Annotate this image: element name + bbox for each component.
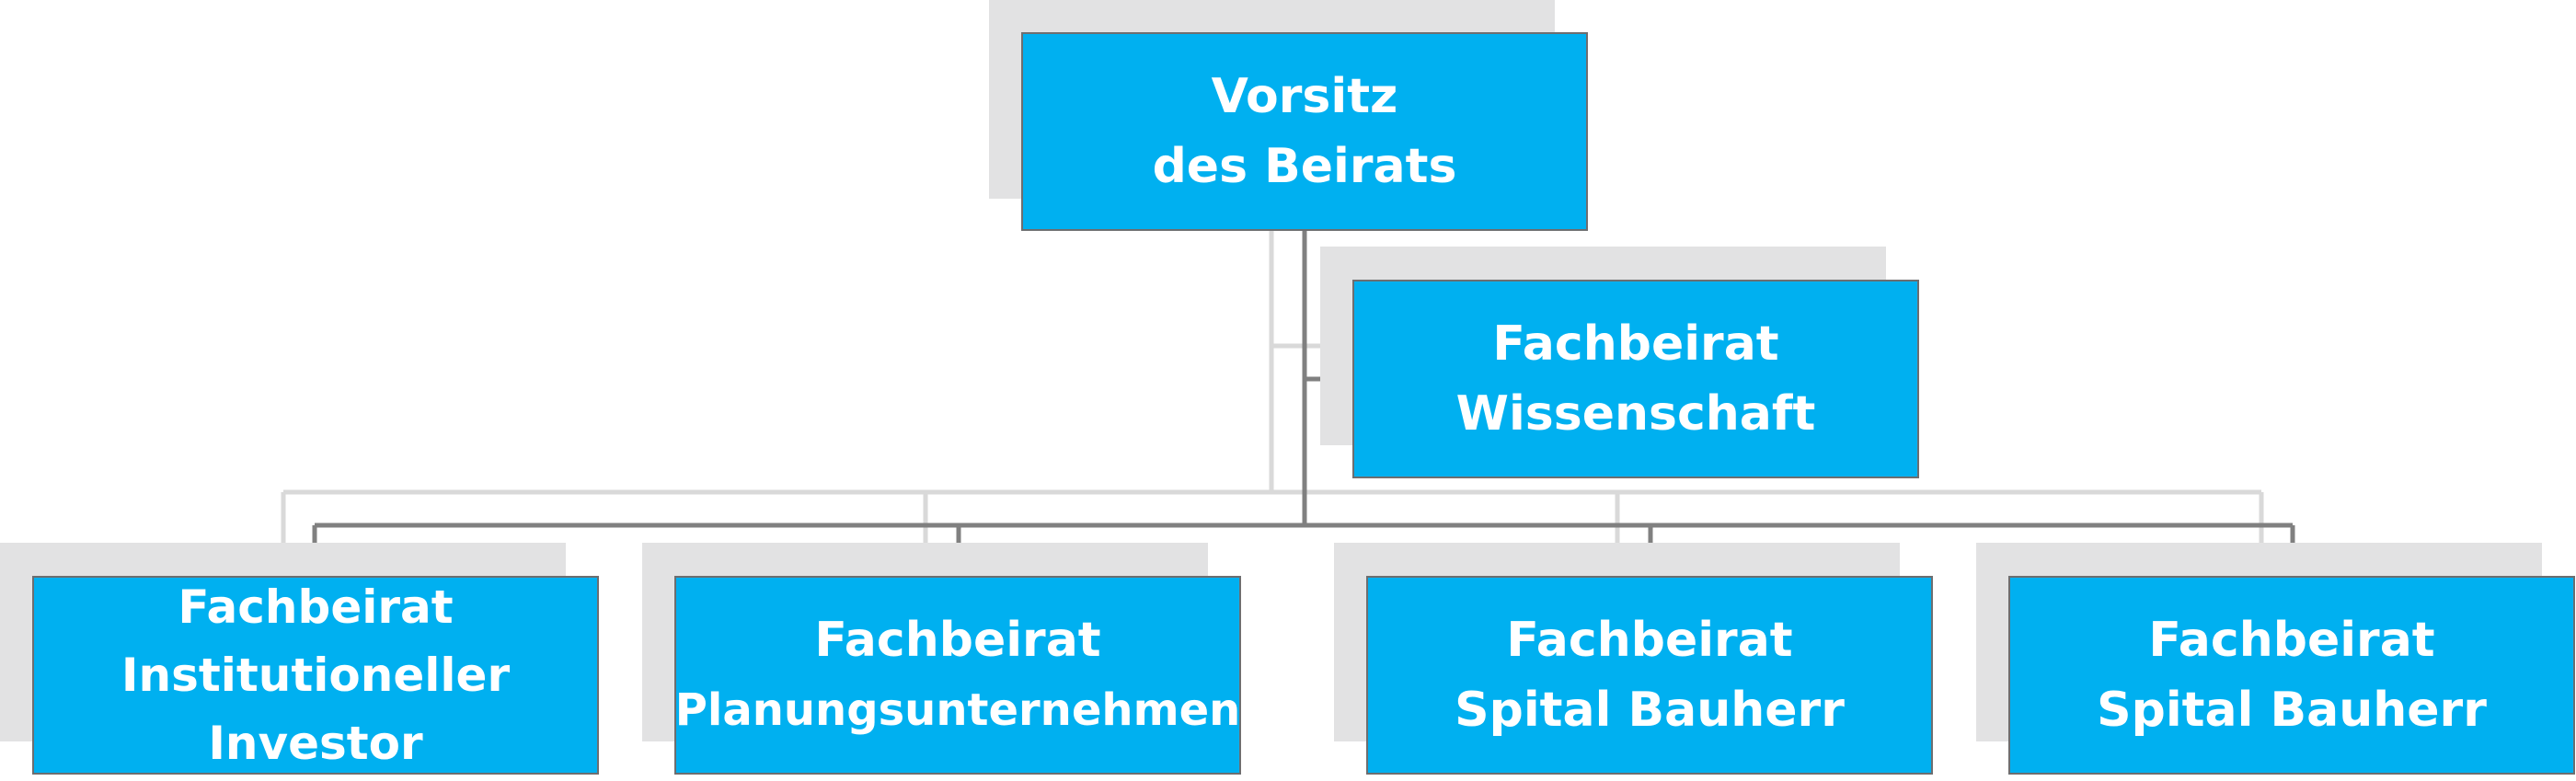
node-chair-line1: Vorsitz	[1211, 69, 1398, 124]
node-hospital-b: Fachbeirat Spital Bauherr	[2008, 576, 2575, 775]
node-chair: Vorsitz des Beirats	[1021, 32, 1588, 231]
node-hospital-a-line2: Spital Bauherr	[1455, 683, 1845, 738]
connector-shadow	[281, 230, 2264, 546]
node-hospital-a: Fachbeirat Spital Bauherr	[1366, 576, 1933, 775]
node-investor: Fachbeirat Institutioneller Investor	[32, 576, 599, 775]
node-planning: Fachbeirat Planungsunternehmen	[674, 576, 1241, 775]
node-planning-line1: Fachbeirat	[814, 613, 1101, 668]
node-hospital-a-line1: Fachbeirat	[1506, 613, 1793, 668]
node-hospital-b-line2: Spital Bauherr	[2097, 683, 2487, 738]
node-science-line2: Wissenschaft	[1455, 386, 1816, 442]
node-investor-line1: Fachbeirat	[178, 580, 454, 634]
node-chair-line2: des Beirats	[1152, 139, 1457, 194]
node-planning-line2: Planungsunternehmen	[674, 684, 1241, 736]
node-investor-line2: Institutioneller	[121, 649, 511, 702]
node-science-line1: Fachbeirat	[1492, 316, 1779, 372]
connector-main	[312, 230, 2295, 577]
node-hospital-b-line1: Fachbeirat	[2148, 613, 2435, 668]
node-science: Fachbeirat Wissenschaft	[1352, 280, 1919, 478]
node-investor-line3: Investor	[208, 717, 423, 770]
